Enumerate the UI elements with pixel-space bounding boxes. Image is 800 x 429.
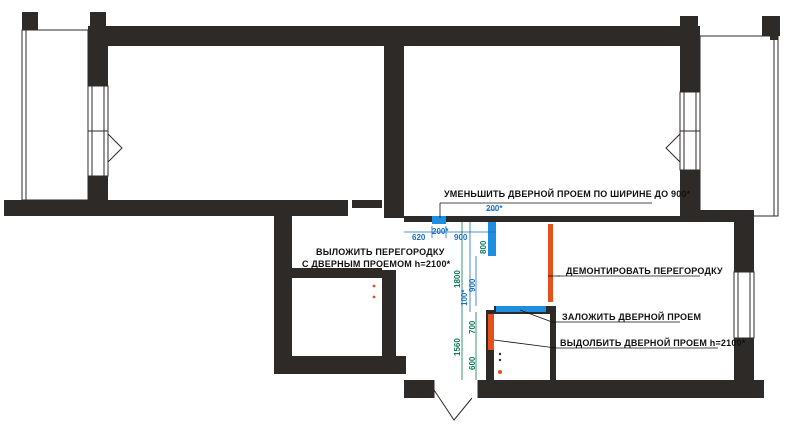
leader-cut [493, 339, 557, 349]
fixtures [498, 352, 502, 362]
dim-100: 100* [460, 289, 469, 306]
balcony-left-base [4, 200, 108, 216]
entrance-door-swing [433, 389, 473, 421]
label-cut-doorway: ВЫДОЛБИТЬ ДВЕРНОЙ ПРОЕМ h=2100* [560, 337, 746, 348]
column-top-right-3 [770, 30, 778, 40]
dim-1800: 1800 [453, 270, 462, 288]
storage-right-wall [382, 270, 396, 374]
fixture-dot [498, 352, 502, 356]
right-wall-upper [680, 26, 700, 92]
walls [4, 12, 780, 398]
door-swing-right [665, 133, 681, 163]
dim-200-right: 200* [486, 204, 503, 213]
label-build-partition-2: С ДВЕРНЫМ ПРОЕМОМ h=2100* [302, 259, 451, 269]
dim-800: 800 [479, 240, 488, 254]
left-wall-upper [88, 26, 108, 86]
demolish-doorway-cut [488, 314, 494, 350]
bottom-wall-left [404, 380, 434, 398]
bathroom-right-wall [550, 306, 556, 380]
dim-600: 600 [468, 356, 477, 370]
corridor-corner [384, 198, 404, 218]
dim-1560: 1560 [453, 338, 462, 356]
column-top-left [22, 12, 38, 30]
storage-top-wall [292, 268, 382, 278]
fixture-dot-2 [498, 358, 502, 362]
door-swing-left [107, 133, 123, 163]
new-wall-close-doorway [496, 306, 546, 312]
dim-200-left: 200* [432, 227, 449, 236]
leader-close [519, 309, 553, 323]
dim-900-vert: 900 [468, 278, 477, 292]
dim-700: 700 [468, 320, 477, 334]
door-swings [107, 133, 681, 421]
dim-900-top: 900 [454, 233, 468, 242]
column-top-left-2 [90, 12, 106, 30]
right-wall-bottom [734, 338, 754, 398]
storage-left-wall [274, 208, 292, 374]
demolish [372, 224, 553, 374]
balcony-right [699, 35, 779, 217]
bottom-wall-right [478, 380, 764, 398]
new-walls [432, 216, 546, 312]
right-wall-lower [680, 170, 700, 216]
leader-lines [439, 202, 718, 349]
dimension-lines-green [461, 222, 477, 380]
living-bottom-wall [108, 200, 348, 216]
balcony-left [21, 29, 89, 201]
storage-bottom-wall [274, 356, 406, 374]
label-close-doorway: ЗАЛОЖИТЬ ДВЕРНОЙ ПРОЕМ [562, 311, 701, 322]
bedroom-bottom-wall [404, 216, 754, 222]
marker-dot-2 [372, 295, 376, 299]
left-wall-lower [88, 176, 108, 206]
right-wall-mid [734, 216, 754, 272]
windows [87, 85, 755, 339]
new-wall-doorway-reduce [432, 216, 446, 224]
marker-dot [372, 284, 376, 288]
marker-dot-3 [498, 370, 502, 374]
label-build-partition-1: ВЫЛОЖИТЬ ПЕРЕГОРОДКУ [316, 247, 445, 257]
dim-620: 620 [412, 233, 426, 242]
label-reduce-doorway: УМЕНЬШИТЬ ДВЕРНОЙ ПРОЕМ ПО ШИРИНЕ ДО 900… [444, 188, 691, 199]
middle-wall [384, 26, 404, 202]
window-bottom-right [733, 271, 755, 339]
label-demolish-partition: ДЕМОНТИРОВАТЬ ПЕРЕГОРОДКУ [566, 266, 723, 276]
demolish-partition [548, 224, 553, 302]
wall-stub-left [352, 200, 382, 208]
dimension-lines [404, 209, 496, 312]
new-wall-vertical [488, 222, 496, 256]
